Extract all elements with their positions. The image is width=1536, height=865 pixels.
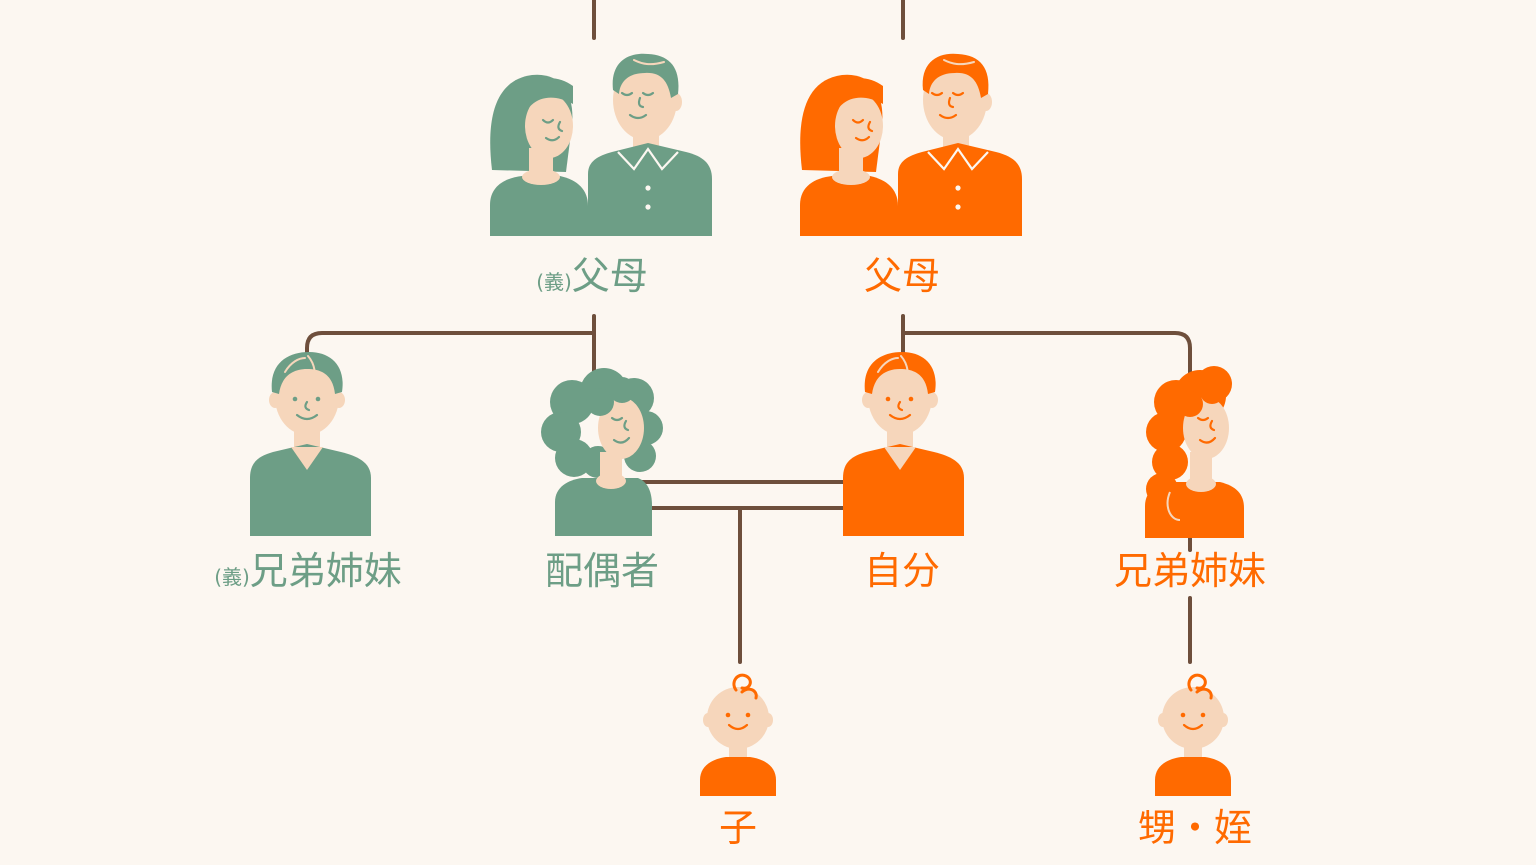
label-in-law-siblings-prefix: (義) bbox=[214, 565, 250, 589]
line-siblings-branch bbox=[901, 331, 1192, 380]
nephew-niece-figure bbox=[1153, 673, 1233, 798]
child-figure bbox=[698, 673, 778, 798]
label-siblings: 兄弟姉妹 bbox=[1114, 549, 1266, 593]
label-child: 子 bbox=[719, 806, 757, 850]
in-law-parents-figure bbox=[488, 52, 714, 238]
label-spouse: 配偶者 bbox=[545, 549, 659, 593]
label-in-law-prefix: (義) bbox=[536, 270, 572, 294]
spouse-figure bbox=[541, 368, 663, 536]
label-in-law-siblings: (義)兄弟姉妹 bbox=[214, 549, 402, 593]
label-in-law-parents-text: 父母 bbox=[572, 254, 648, 298]
label-self: 自分 bbox=[864, 549, 940, 593]
connector-lines bbox=[305, 0, 1192, 664]
in-law-sibling-figure bbox=[248, 350, 373, 538]
line-in-law-siblings-branch bbox=[305, 331, 596, 362]
label-in-law-parents: (義)父母 bbox=[536, 254, 648, 298]
self-figure bbox=[841, 350, 966, 538]
label-parents: 父母 bbox=[864, 254, 940, 298]
label-in-law-siblings-text: 兄弟姉妹 bbox=[250, 549, 402, 593]
sibling-figure bbox=[1145, 366, 1244, 538]
parents-figure bbox=[798, 52, 1024, 238]
label-nephew-niece: 甥・姪 bbox=[1138, 806, 1252, 850]
